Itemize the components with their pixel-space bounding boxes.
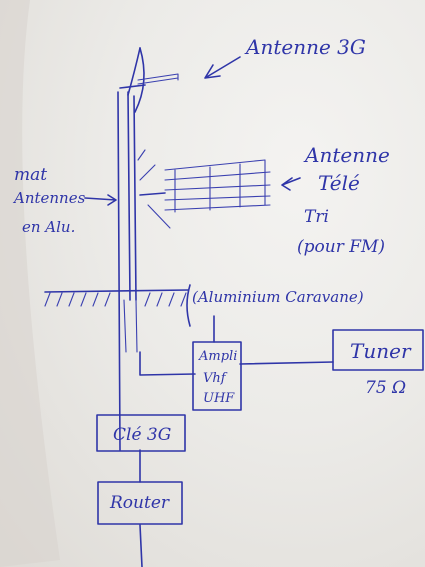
router-box [97,481,183,525]
label-tele: Télé [318,171,360,195]
mast [117,84,146,451]
cle-3g-box [96,414,186,452]
arrow-antenna-3g [204,56,241,79]
arrow-mat [84,194,117,206]
cables [139,315,334,567]
ampli-box [192,341,242,411]
label-pour-fm: (pour FM) [297,237,385,257]
label-ampli: Ampli [198,349,237,364]
label-router: Router [109,493,170,513]
label-antennes: Antennes [12,189,86,207]
label-cle-3g: Clé 3G [113,425,171,445]
label-aluminium: (Aluminium Caravane) [192,288,364,306]
label-tri: Tri [304,207,329,227]
label-en-alu: en Alu. [22,218,75,236]
label-tuner: Tuner [350,339,412,363]
label-vhf: Vhf [203,371,228,386]
label-antenne: Antenne [303,143,390,167]
label-75-ohm: 75 Ω [365,378,406,398]
page-shadow [0,0,60,567]
tv-antenna [137,149,271,229]
arrow-antenna-tele [281,177,301,191]
antenna-3g [127,47,179,113]
label-uhf: UHF [203,391,235,406]
label-mat: mat [14,165,47,185]
label-antenne-3g: Antenne 3G [244,35,366,59]
tuner-box [332,329,424,371]
caravan-roof [44,284,191,327]
